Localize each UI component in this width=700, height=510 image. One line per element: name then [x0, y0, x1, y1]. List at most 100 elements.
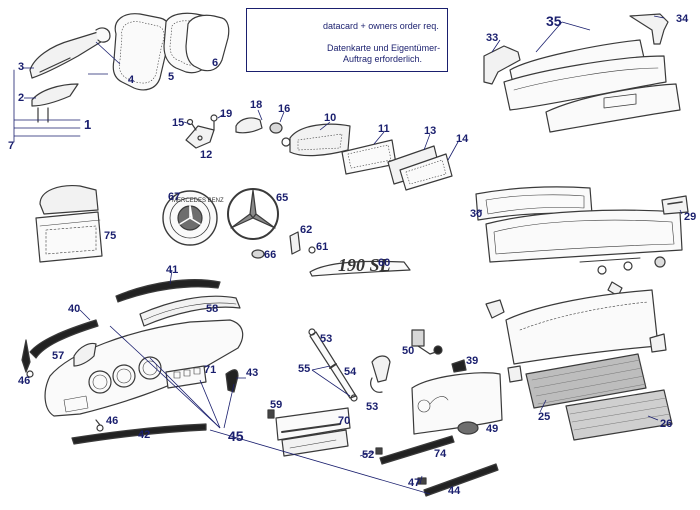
mercedes-star-65 [227, 188, 279, 240]
visor-35-lower [545, 83, 681, 133]
callout-15: 15 [172, 117, 185, 129]
callout-14: 14 [456, 133, 469, 145]
note-line-2: Datenkarte und Eigentümer- [327, 43, 441, 53]
mirror-frame-30 [475, 186, 593, 221]
bolt-52 [375, 447, 383, 455]
callout-33: 33 [486, 32, 499, 44]
emblem-text: MERCEDES BENZ [172, 198, 224, 204]
grille-26 [565, 389, 673, 441]
callout-66: 66 [264, 249, 277, 261]
callout-13: 13 [424, 125, 437, 137]
callout-55: 55 [298, 363, 311, 375]
pad-58 [139, 295, 241, 327]
callout-62: 62 [300, 224, 313, 236]
callout-70: 70 [338, 415, 351, 427]
datacard-note: datacard + owners order req. Datenkarte … [246, 8, 448, 72]
callout-30: 30 [470, 208, 483, 220]
callout-53-top: 53 [320, 333, 333, 345]
dashboard [44, 319, 244, 417]
mirror-6 [185, 14, 230, 72]
hinge-34 [629, 13, 669, 45]
grommet-39 [451, 359, 467, 373]
callout-39: 39 [466, 355, 479, 367]
grille-25 [525, 353, 647, 409]
clip-18 [235, 117, 263, 134]
plate-59 [281, 429, 349, 457]
callout-54: 54 [344, 366, 357, 378]
seal-44 [417, 463, 499, 497]
knob-16 [269, 122, 283, 134]
callout-19: 19 [220, 108, 233, 120]
leader-lines [22, 15, 683, 495]
callout-6: 6 [212, 57, 219, 69]
callout-46-left: 46 [18, 375, 31, 387]
note-line-3: Auftrag erforderlich. [343, 54, 423, 64]
callout-57: 57 [52, 350, 65, 362]
trim-41 [115, 279, 221, 303]
bolt-19 [210, 114, 218, 131]
callout-59: 59 [270, 399, 283, 411]
callout-58: 58 [206, 303, 219, 315]
callout-10: 10 [324, 112, 337, 124]
callout-26: 26 [660, 418, 673, 430]
cap-57 [73, 342, 97, 367]
callout-4: 4 [128, 74, 135, 86]
lamp-14 [399, 153, 453, 191]
badge-29 [661, 195, 689, 215]
callout-35: 35 [546, 13, 562, 29]
callout-3: 3 [18, 61, 25, 73]
stud-61 [308, 246, 316, 254]
screw-46-lower [95, 419, 104, 432]
callout-52: 52 [362, 449, 375, 461]
trim-46-left [21, 339, 34, 378]
callout-50: 50 [402, 345, 415, 357]
rail-74 [379, 435, 455, 465]
mirror-base-2 [31, 83, 79, 107]
callout-60: 60 [378, 257, 391, 269]
model-script-60 [309, 260, 411, 277]
hood-emblem-67 [162, 190, 218, 246]
callout-43: 43 [246, 367, 259, 379]
mirror-body-30 [485, 209, 683, 263]
bracket-12 [185, 125, 215, 149]
callout-75: 75 [104, 230, 117, 242]
callout-42: 42 [138, 429, 151, 441]
trim-40 [29, 319, 99, 359]
lamp-11 [341, 139, 397, 175]
plate-bracket-70 [267, 407, 351, 441]
callout-12: 12 [200, 149, 213, 161]
trunk-lid-inner [411, 372, 503, 435]
visor-clips [507, 333, 667, 383]
callout-53-lower: 53 [366, 401, 379, 413]
callout-5: 5 [168, 71, 175, 83]
grommet-66 [251, 249, 265, 259]
callout-46-lower: 46 [106, 415, 119, 427]
lamp-10 [281, 123, 351, 157]
callout-25: 25 [538, 411, 551, 423]
callout-47: 47 [408, 477, 421, 489]
visor-35-mid [503, 55, 667, 111]
mirror-arm [29, 27, 111, 79]
callout-29: 29 [684, 211, 697, 223]
trim-43 [225, 369, 239, 393]
lock-50 [411, 329, 443, 355]
clip-62 [289, 231, 301, 255]
callout-44: 44 [448, 485, 461, 497]
callout-2: 2 [18, 92, 25, 104]
callout-18: 18 [250, 99, 263, 111]
visor-panel [505, 289, 659, 365]
screw-15 [186, 118, 197, 131]
callout-7: 7 [8, 140, 15, 152]
callout-67: 67 [168, 191, 181, 203]
callout-49: 49 [486, 423, 499, 435]
spring-bracket [370, 355, 391, 393]
hinge-33 [483, 45, 521, 85]
callout-74: 74 [434, 448, 447, 460]
callout-41: 41 [166, 264, 179, 276]
radio-plate-71 [165, 365, 207, 389]
model-script-text: 190 SL [338, 255, 391, 275]
callout-11: 11 [378, 123, 390, 135]
callout-65: 65 [276, 192, 289, 204]
badge-49 [457, 421, 479, 435]
